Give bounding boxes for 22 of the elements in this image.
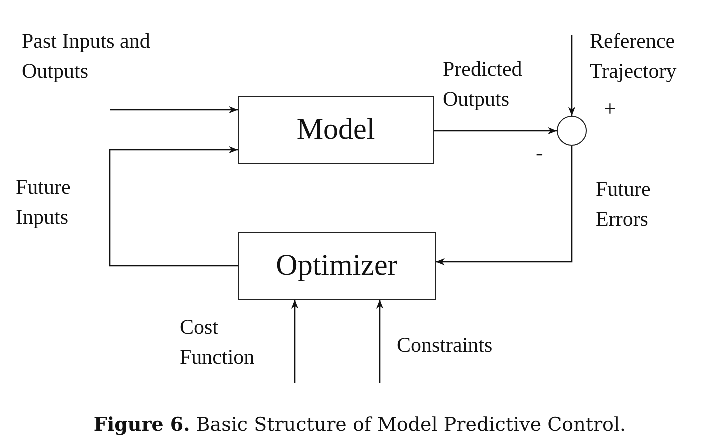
edge-label: Cost Function (180, 314, 256, 372)
arrow (436, 146, 573, 266)
edge-label: Predicted Outputs (443, 56, 524, 114)
process-box (238, 96, 434, 164)
sign-label: - (536, 140, 544, 166)
summing-junction (557, 116, 587, 146)
edge-label: Future Inputs (16, 174, 72, 232)
edge-label: Past Inputs and Outputs (22, 28, 152, 86)
arrow (109, 146, 238, 267)
box-label: Model (296, 113, 376, 147)
edge-label: Future Errors (596, 176, 652, 234)
process-box (238, 232, 436, 300)
arrow (568, 35, 576, 116)
arrow (376, 300, 384, 383)
figure-caption: Figure 6. Basic Structure of Model Predictive Control. (94, 414, 626, 436)
edge-label: Reference Trajectory (590, 28, 678, 86)
sign-label: + (604, 96, 616, 122)
edge-label: Constraints (397, 332, 494, 359)
arrow (110, 106, 238, 114)
box-label: Optimizer (276, 249, 398, 283)
arrow (434, 127, 557, 135)
arrow (291, 300, 299, 383)
